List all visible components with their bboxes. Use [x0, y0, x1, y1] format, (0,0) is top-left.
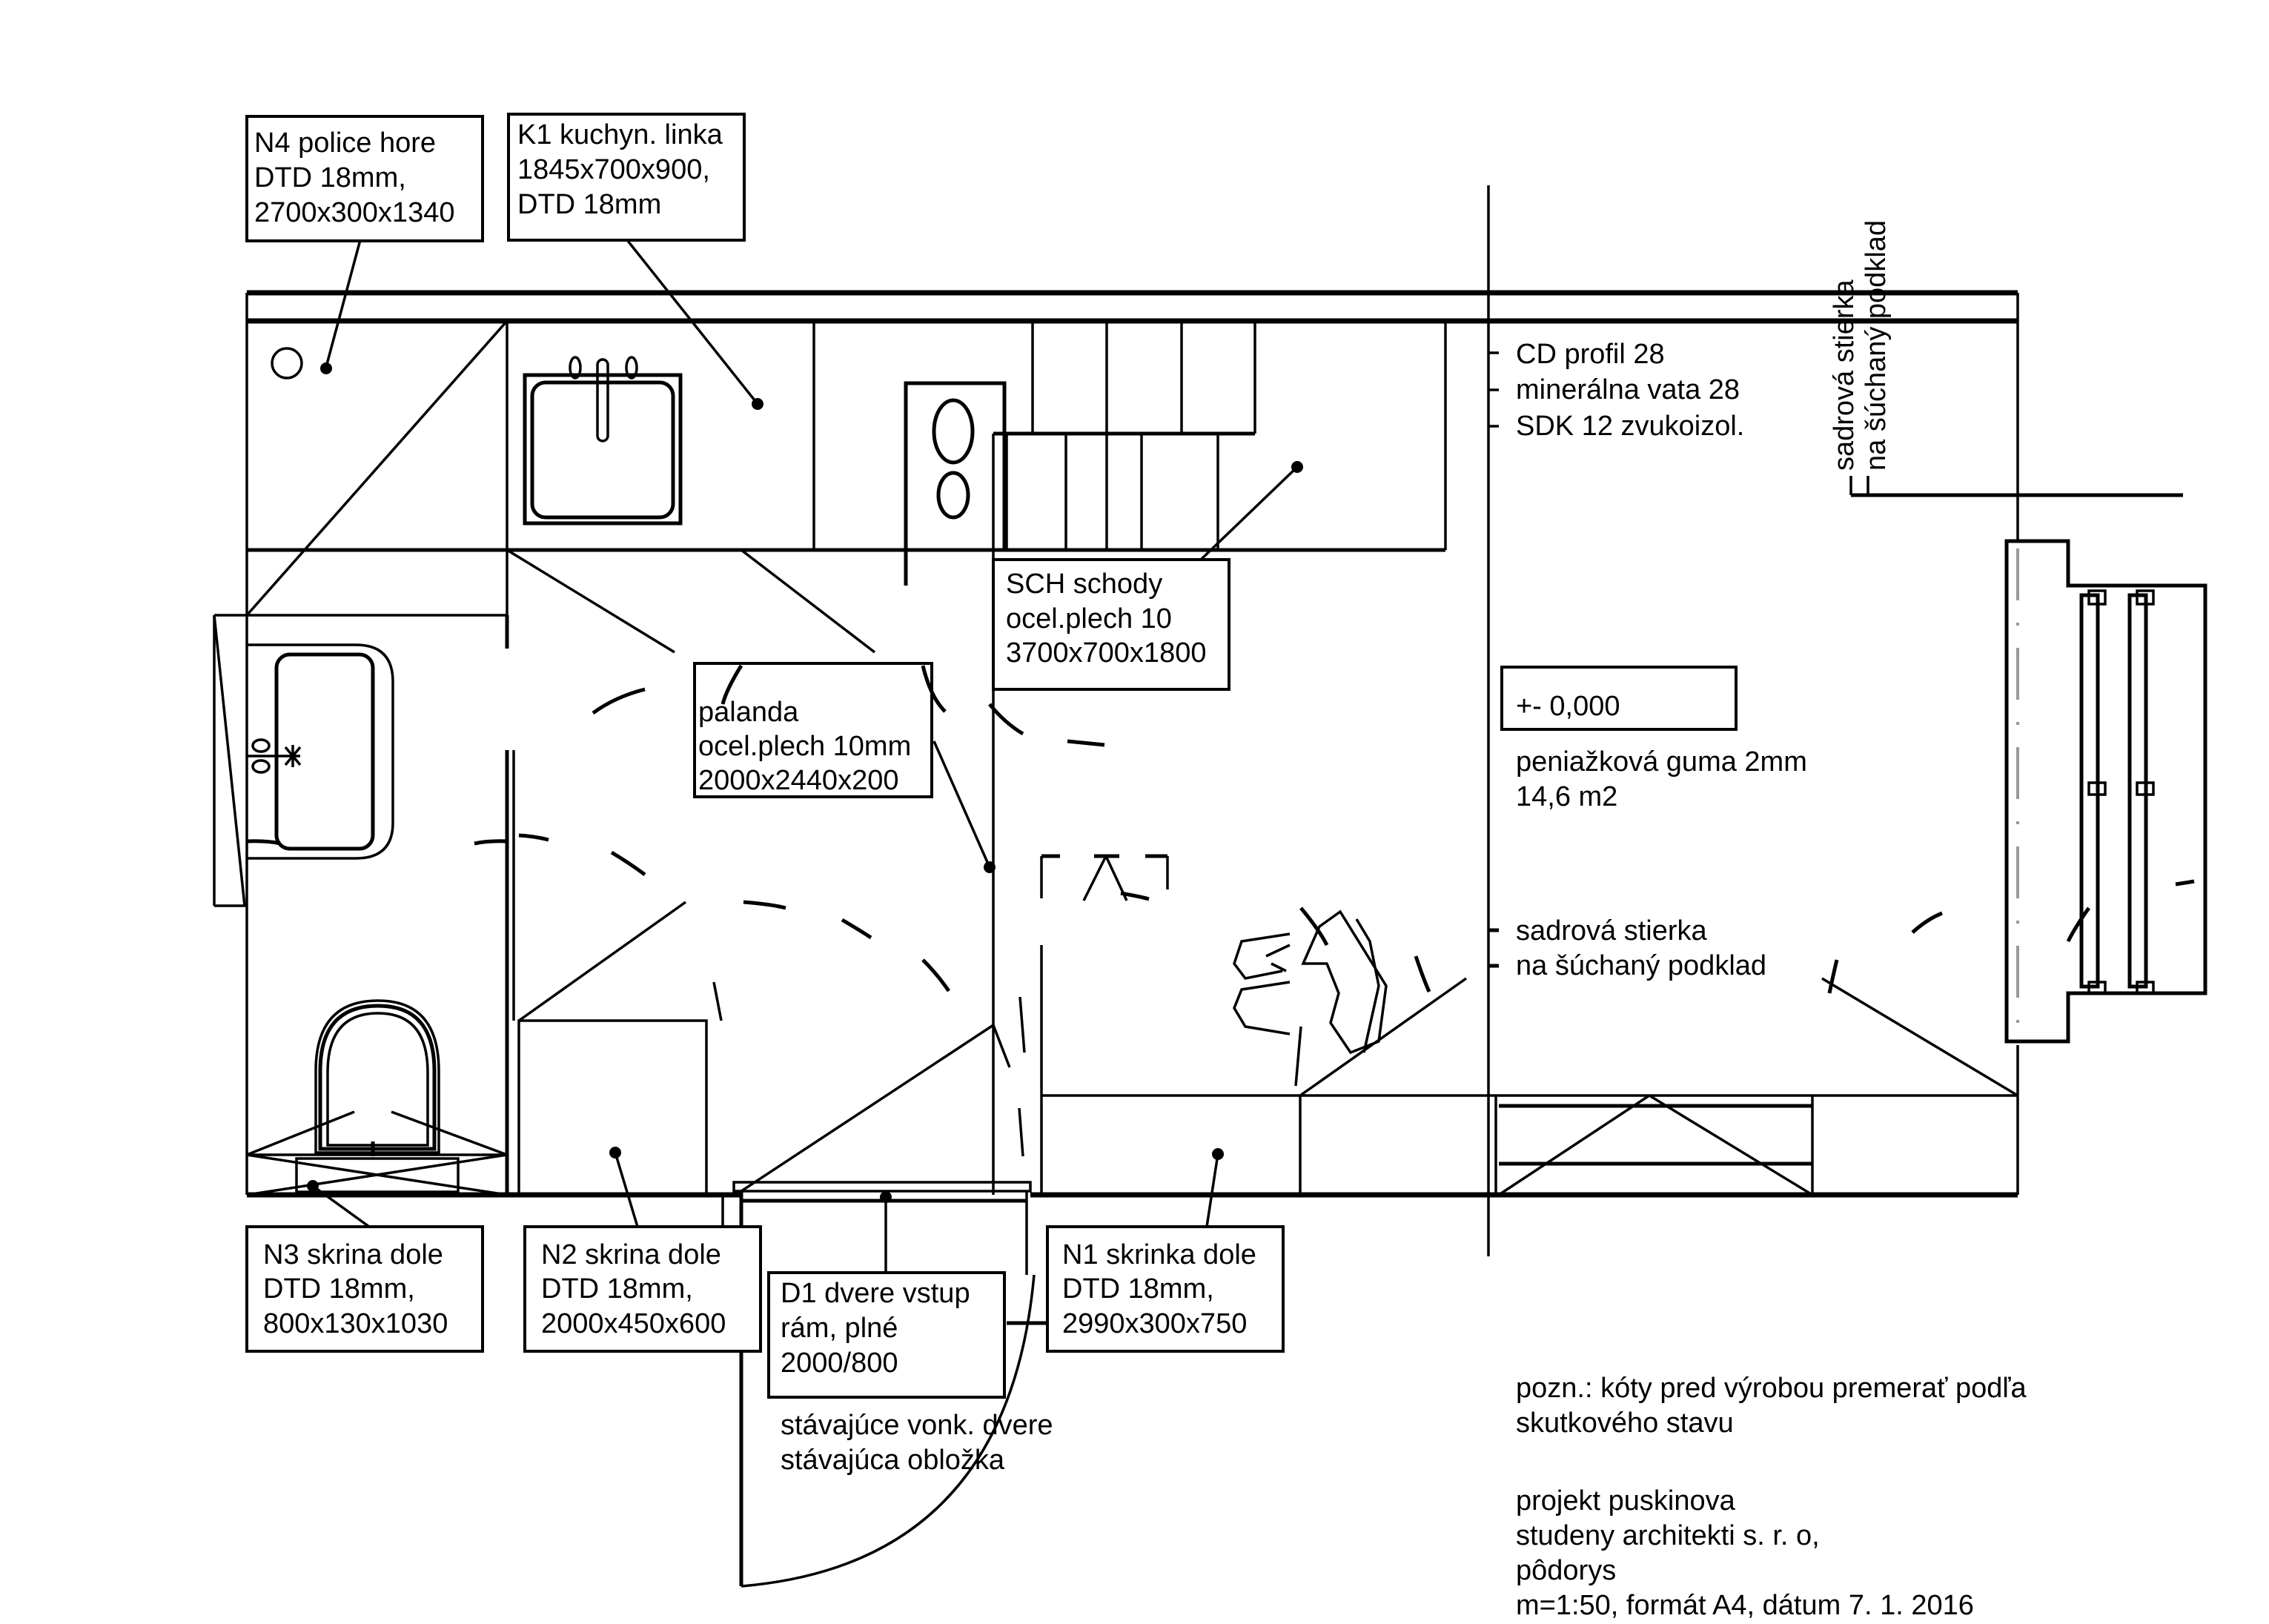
- label-palanda-line1: palanda: [698, 697, 799, 728]
- title-block: projekt puskinova studeny architekti s. …: [1516, 1485, 1974, 1621]
- plaster-right-line2: na šúchaný podklad: [1516, 950, 1766, 981]
- label-n4-line1: N4 police hore: [254, 127, 436, 159]
- wall-layers-leader: [1487, 185, 1499, 1256]
- label-k1-line3: DTD 18mm: [517, 189, 661, 220]
- label-existing-door: stávajúce vonk. dvere stávajúca obložka: [781, 1410, 1053, 1476]
- wall-layer-2: minerálna vata 28: [1516, 374, 1740, 405]
- existing-door-line2: stávajúca obložka: [781, 1445, 1005, 1476]
- level-value: +- 0,000: [1516, 691, 1620, 722]
- plaster-right-line1: sadrová stierka: [1516, 915, 1708, 947]
- label-n1-line2: DTD 18mm,: [1062, 1273, 1214, 1305]
- label-d1-line3: 2000/800: [781, 1348, 898, 1379]
- label-sch-line3: 3700x700x1800: [1006, 637, 1206, 669]
- wall-layer-1: CD profil 28: [1516, 339, 1665, 370]
- exterior-walls: [245, 290, 2019, 1198]
- label-palanda: palanda ocel.plech 10mm 2000x2440x200: [693, 662, 933, 798]
- note-line1: pozn.: kóty pred výrobou premerať podľa: [1516, 1373, 2027, 1404]
- round-fixture-icon: [271, 347, 303, 380]
- label-palanda-line3: 2000x2440x200: [698, 765, 898, 796]
- n1-cabinets: [1018, 854, 2018, 1196]
- label-n1: N1 skrinka dole DTD 18mm, 2990x300x750: [1046, 1225, 1285, 1353]
- toilet-icon: [246, 999, 508, 1156]
- floor-area: 14,6 m2: [1516, 781, 1617, 812]
- label-n2-line2: DTD 18mm,: [541, 1273, 693, 1305]
- label-sch-line1: SCH schody: [1006, 569, 1162, 600]
- label-n3: N3 skrina dole DTD 18mm, 800x130x1030: [245, 1225, 484, 1353]
- existing-door-line1: stávajúce vonk. dvere: [781, 1410, 1053, 1441]
- label-floor: peniažková guma 2mm 14,6 m2: [1516, 746, 1807, 812]
- title-drawing: pôdorys: [1516, 1555, 1616, 1586]
- label-k1-line2: 1845x700x900,: [517, 154, 710, 185]
- label-plaster-right: sadrová stierka na šúchaný podklad: [1516, 915, 1766, 981]
- cooktop-icon: [904, 381, 1007, 586]
- plaster-vertical-line2: na šúchaný podklad: [1861, 220, 1892, 471]
- floor-finish: peniažková guma 2mm: [1516, 746, 1807, 778]
- label-d1-line1: D1 dvere vstup: [781, 1278, 970, 1309]
- label-n3-line3: 800x130x1030: [263, 1308, 448, 1339]
- label-n2-line1: N2 skrina dole: [541, 1239, 721, 1270]
- leader-lines: [307, 236, 1499, 1325]
- label-n4: N4 police hore DTD 18mm, 2700x300x1340: [245, 115, 484, 242]
- plaster-vertical-line1: sadrová stierka: [1829, 279, 1860, 471]
- label-palanda-line2: ocel.plech 10mm: [698, 731, 911, 762]
- kitchen-sink-icon: [523, 356, 683, 526]
- label-plaster-vertical: sadrová stierka na šúchaný podklad: [1829, 220, 1892, 471]
- label-d1-line2: rám, plné: [781, 1313, 898, 1344]
- title-company: studeny architekti s. r. o,: [1516, 1520, 1820, 1551]
- plaster-leader-top: [1849, 476, 2183, 497]
- label-n1-line3: 2990x300x750: [1062, 1308, 1247, 1339]
- note: pozn.: kóty pred výrobou premerať podľa …: [1516, 1373, 2027, 1439]
- door-swing-arcs: [246, 664, 2195, 994]
- level-marker: +- 0,000: [1500, 666, 1738, 731]
- label-sch: SCH schody ocel.plech 10 3700x700x1800: [992, 558, 1230, 691]
- label-n4-line2: DTD 18mm,: [254, 162, 406, 193]
- bathroom: [213, 614, 509, 1196]
- label-k1: K1 kuchyn. linka 1845x700x900, DTD 18mm: [507, 113, 746, 242]
- n2-cabinet: [512, 750, 723, 1196]
- title-scale-date: m=1:50, formát A4, dátum 7. 1. 2016: [1516, 1590, 1974, 1621]
- label-sch-line2: ocel.plech 10: [1006, 603, 1172, 634]
- label-n4-line3: 2700x300x1340: [254, 197, 454, 228]
- label-n3-line1: N3 skrina dole: [263, 1239, 443, 1270]
- title-project: projekt puskinova: [1516, 1485, 1736, 1517]
- label-n1-line1: N1 skrinka dole: [1062, 1239, 1256, 1270]
- stairs: [992, 321, 1256, 1195]
- label-n2-line3: 2000x450x600: [541, 1308, 726, 1339]
- person-figure-icon: [1233, 909, 1388, 1055]
- label-wall-layers: CD profil 28 minerálna vata 28 SDK 12 zv…: [1516, 339, 1744, 442]
- washbasin-icon: [247, 643, 394, 860]
- label-n2: N2 skrina dole DTD 18mm, 2000x450x600: [523, 1225, 762, 1353]
- label-k1-line1: K1 kuchyn. linka: [517, 119, 723, 150]
- label-d1: D1 dvere vstup rám, plné 2000/800: [767, 1271, 1006, 1399]
- window: [2004, 539, 2207, 1044]
- wall-layer-3: SDK 12 zvukoizol.: [1516, 411, 1744, 442]
- label-n3-line2: DTD 18mm,: [263, 1273, 415, 1305]
- kitchen-counter: [245, 319, 1447, 654]
- note-line2: skutkového stavu: [1516, 1408, 1734, 1439]
